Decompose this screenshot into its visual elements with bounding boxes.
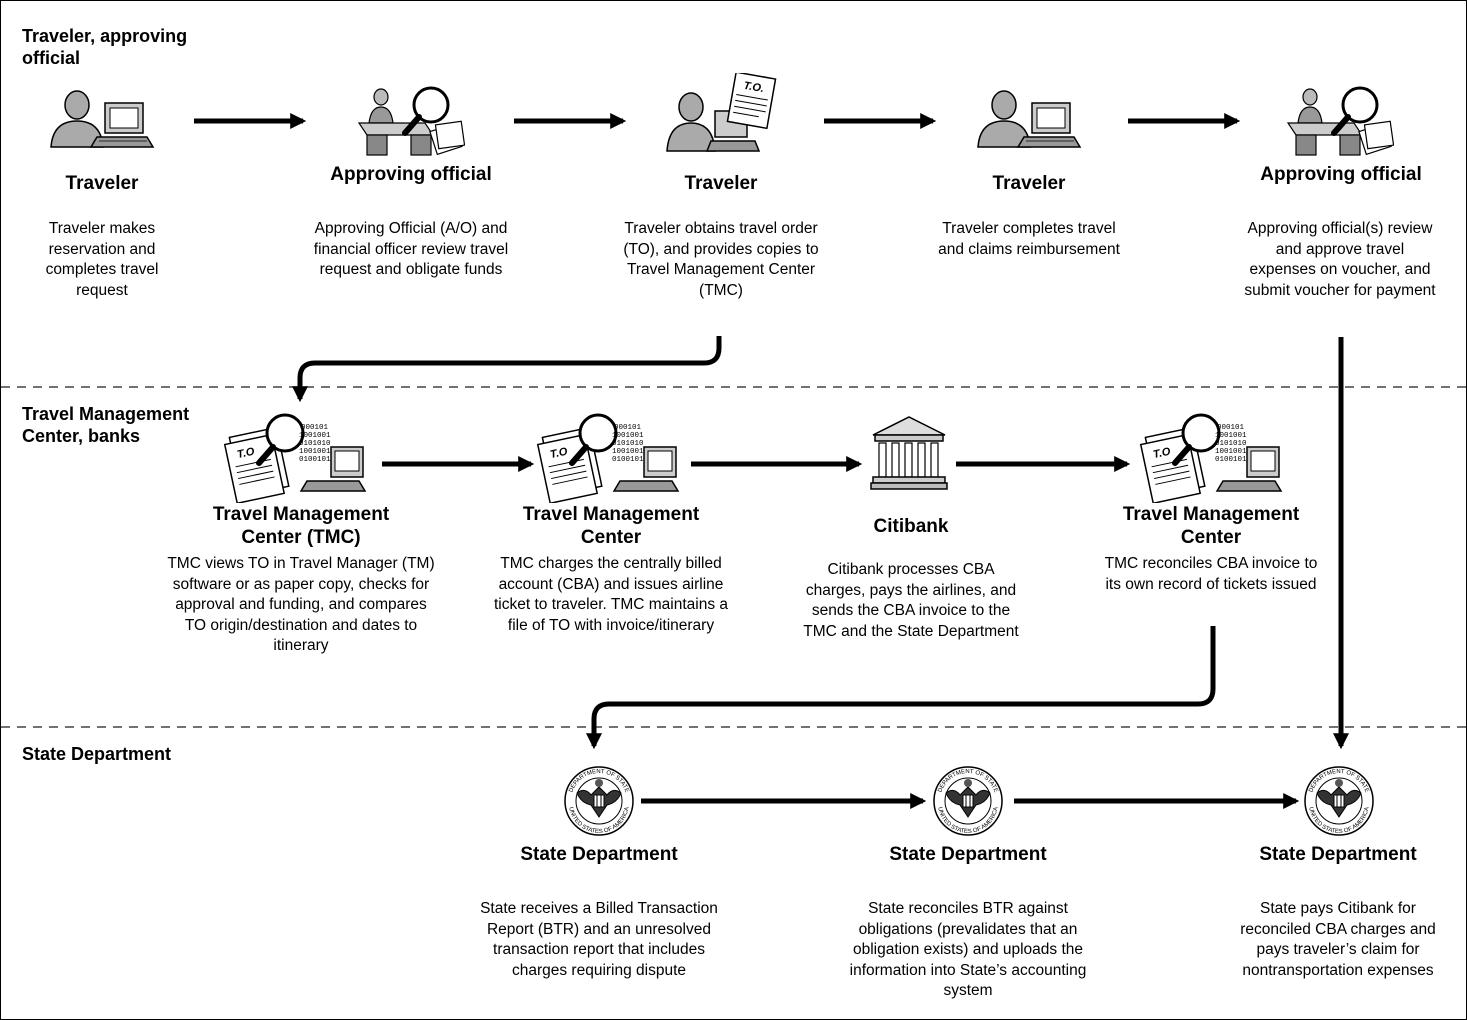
- travel-order-text: T.O.: [743, 80, 765, 95]
- svg-text:1001001: 1001001: [612, 432, 644, 440]
- desc-state-1: State receives a Billed Transaction Repo…: [480, 900, 718, 979]
- svg-text:1001001: 1001001: [1215, 432, 1247, 440]
- title-traveler-4: Traveler: [992, 173, 1066, 194]
- desc-traveler-4: Traveler completes travel and claims rei…: [938, 220, 1120, 258]
- desc-approving-official-5: Approving official(s) review and approve…: [1244, 220, 1436, 299]
- traveler-computer-icon: [974, 85, 1084, 155]
- lane-label-traveler: Traveler, approving official: [22, 26, 188, 68]
- title-state-3: State Department: [1259, 844, 1417, 865]
- traveler-travel-order-icon: T.O.: [665, 71, 780, 158]
- svg-text:0100101: 0100101: [299, 456, 331, 464]
- svg-text:1001001: 1001001: [612, 448, 644, 456]
- svg-text:1001001: 1001001: [299, 448, 331, 456]
- svg-text:0100101: 0100101: [612, 456, 644, 464]
- to-short-text: T.O: [236, 446, 256, 461]
- desc-state-2: State reconciles BTR against obligations…: [849, 900, 1087, 999]
- title-state-1: State Department: [520, 844, 678, 865]
- svg-text:0100101: 0100101: [1215, 456, 1247, 464]
- svg-text:0101010: 0101010: [299, 440, 331, 448]
- svg-text:1001001: 1001001: [299, 432, 331, 440]
- department-of-state-seal-icon: DEPARTMENT OF STATE UNITED STATES OF AME…: [930, 763, 1006, 839]
- title-tmc-1: Travel Management Center (TMC): [212, 504, 390, 548]
- department-of-state-seal-icon: DEPARTMENT OF STATE UNITED STATES OF AME…: [1301, 763, 1377, 839]
- title-approving-official-5: Approving official: [1260, 164, 1422, 185]
- title-citibank: Citibank: [873, 516, 949, 537]
- department-of-state-seal-icon: DEPARTMENT OF STATE UNITED STATES OF AME…: [561, 763, 637, 839]
- title-state-2: State Department: [889, 844, 1047, 865]
- svg-text:0101010: 0101010: [612, 440, 644, 448]
- desc-tmc-4: TMC reconciles CBA invoice to its own re…: [1104, 555, 1318, 593]
- title-tmc-4: Travel Management Center: [1122, 504, 1300, 548]
- approving-official-icon: [355, 83, 466, 158]
- desc-approving-official-1: Approving Official (A/O) and financial o…: [313, 220, 509, 278]
- svg-text:1001001: 1001001: [1215, 448, 1247, 456]
- title-traveler-1: Traveler: [65, 173, 139, 194]
- svg-text:000101: 000101: [301, 424, 329, 432]
- lane-label-tmc-banks: Travel Management Center, banks: [22, 404, 190, 446]
- svg-text:000101: 000101: [1217, 424, 1245, 432]
- lane-label-state: State Department: [22, 744, 172, 764]
- desc-tmc-1: TMC views TO in Travel Manager (TM) soft…: [167, 555, 435, 654]
- arrow-traveler-to-tmc: [292, 336, 722, 403]
- desc-traveler-1: Traveler makes reservation and completes…: [45, 220, 159, 299]
- tmc-document-computer-icon: T.O 000101 1001001 0101010 1001001 01001…: [536, 411, 681, 505]
- to-short-text: T.O: [549, 446, 569, 461]
- approving-official-icon: [1284, 83, 1395, 158]
- desc-citibank: Citibank processes CBA charges, pays the…: [803, 561, 1019, 640]
- title-tmc-2: Travel Management Center: [522, 504, 700, 548]
- title-approving-official-1: Approving official: [330, 164, 492, 185]
- to-short-text: T.O: [1152, 446, 1172, 461]
- tmc-document-computer-icon: T.O 000101 1001001 0101010 1001001 01001…: [223, 411, 368, 505]
- title-traveler-3: Traveler: [684, 173, 758, 194]
- arrow-tmc-to-state: [586, 626, 1216, 750]
- svg-text:0101010: 0101010: [1215, 440, 1247, 448]
- bank-building-icon: [869, 413, 949, 493]
- svg-text:000101: 000101: [614, 424, 642, 432]
- desc-traveler-3: Traveler obtains travel order (TO), and …: [623, 220, 819, 299]
- tmc-document-computer-icon: T.O 000101 1001001 0101010 1001001 01001…: [1139, 411, 1284, 505]
- traveler-computer-icon: [47, 85, 157, 155]
- desc-state-3: State pays Citibank for reconciled CBA c…: [1240, 900, 1436, 979]
- desc-tmc-2: TMC charges the centrally billed account…: [493, 555, 729, 634]
